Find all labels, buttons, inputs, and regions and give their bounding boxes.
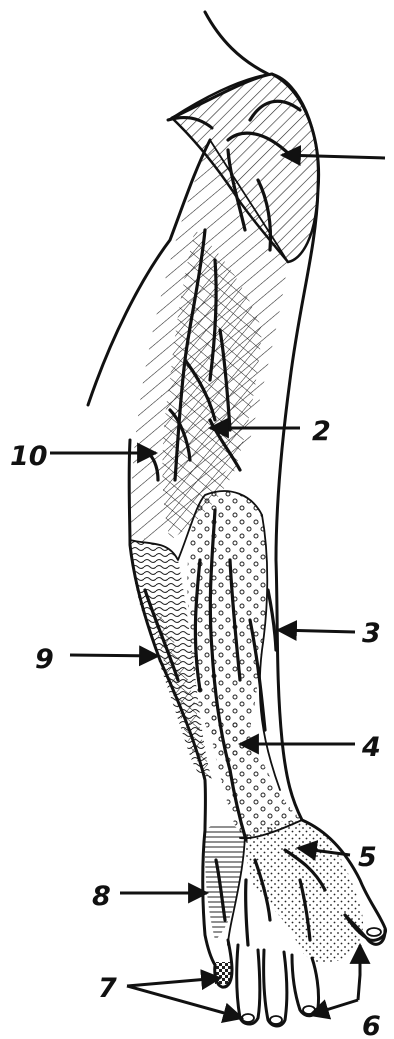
- label-2: 2: [312, 416, 331, 447]
- arrow-7b: [127, 986, 242, 1018]
- label-8: 8: [92, 881, 111, 912]
- nail-thumb: [367, 928, 381, 936]
- label-6: 6: [362, 1011, 381, 1039]
- nail-2: [270, 1016, 282, 1024]
- label-5: 5: [358, 842, 377, 873]
- label-9: 9: [35, 644, 54, 675]
- arm-outline-medial: [205, 12, 268, 74]
- finger-2: [237, 945, 260, 1024]
- label-3: 3: [362, 618, 381, 649]
- forearm-lower-region: [212, 700, 302, 838]
- arrow-3: [278, 630, 355, 632]
- label-4: 4: [361, 732, 381, 763]
- label-10: 10: [10, 441, 48, 472]
- finger-3: [264, 950, 287, 1026]
- nail-1: [242, 1014, 254, 1022]
- arrow-9: [70, 655, 158, 656]
- arrow-6b: [358, 945, 360, 1000]
- label-7: 7: [98, 973, 117, 1004]
- arrow-7a: [127, 978, 220, 986]
